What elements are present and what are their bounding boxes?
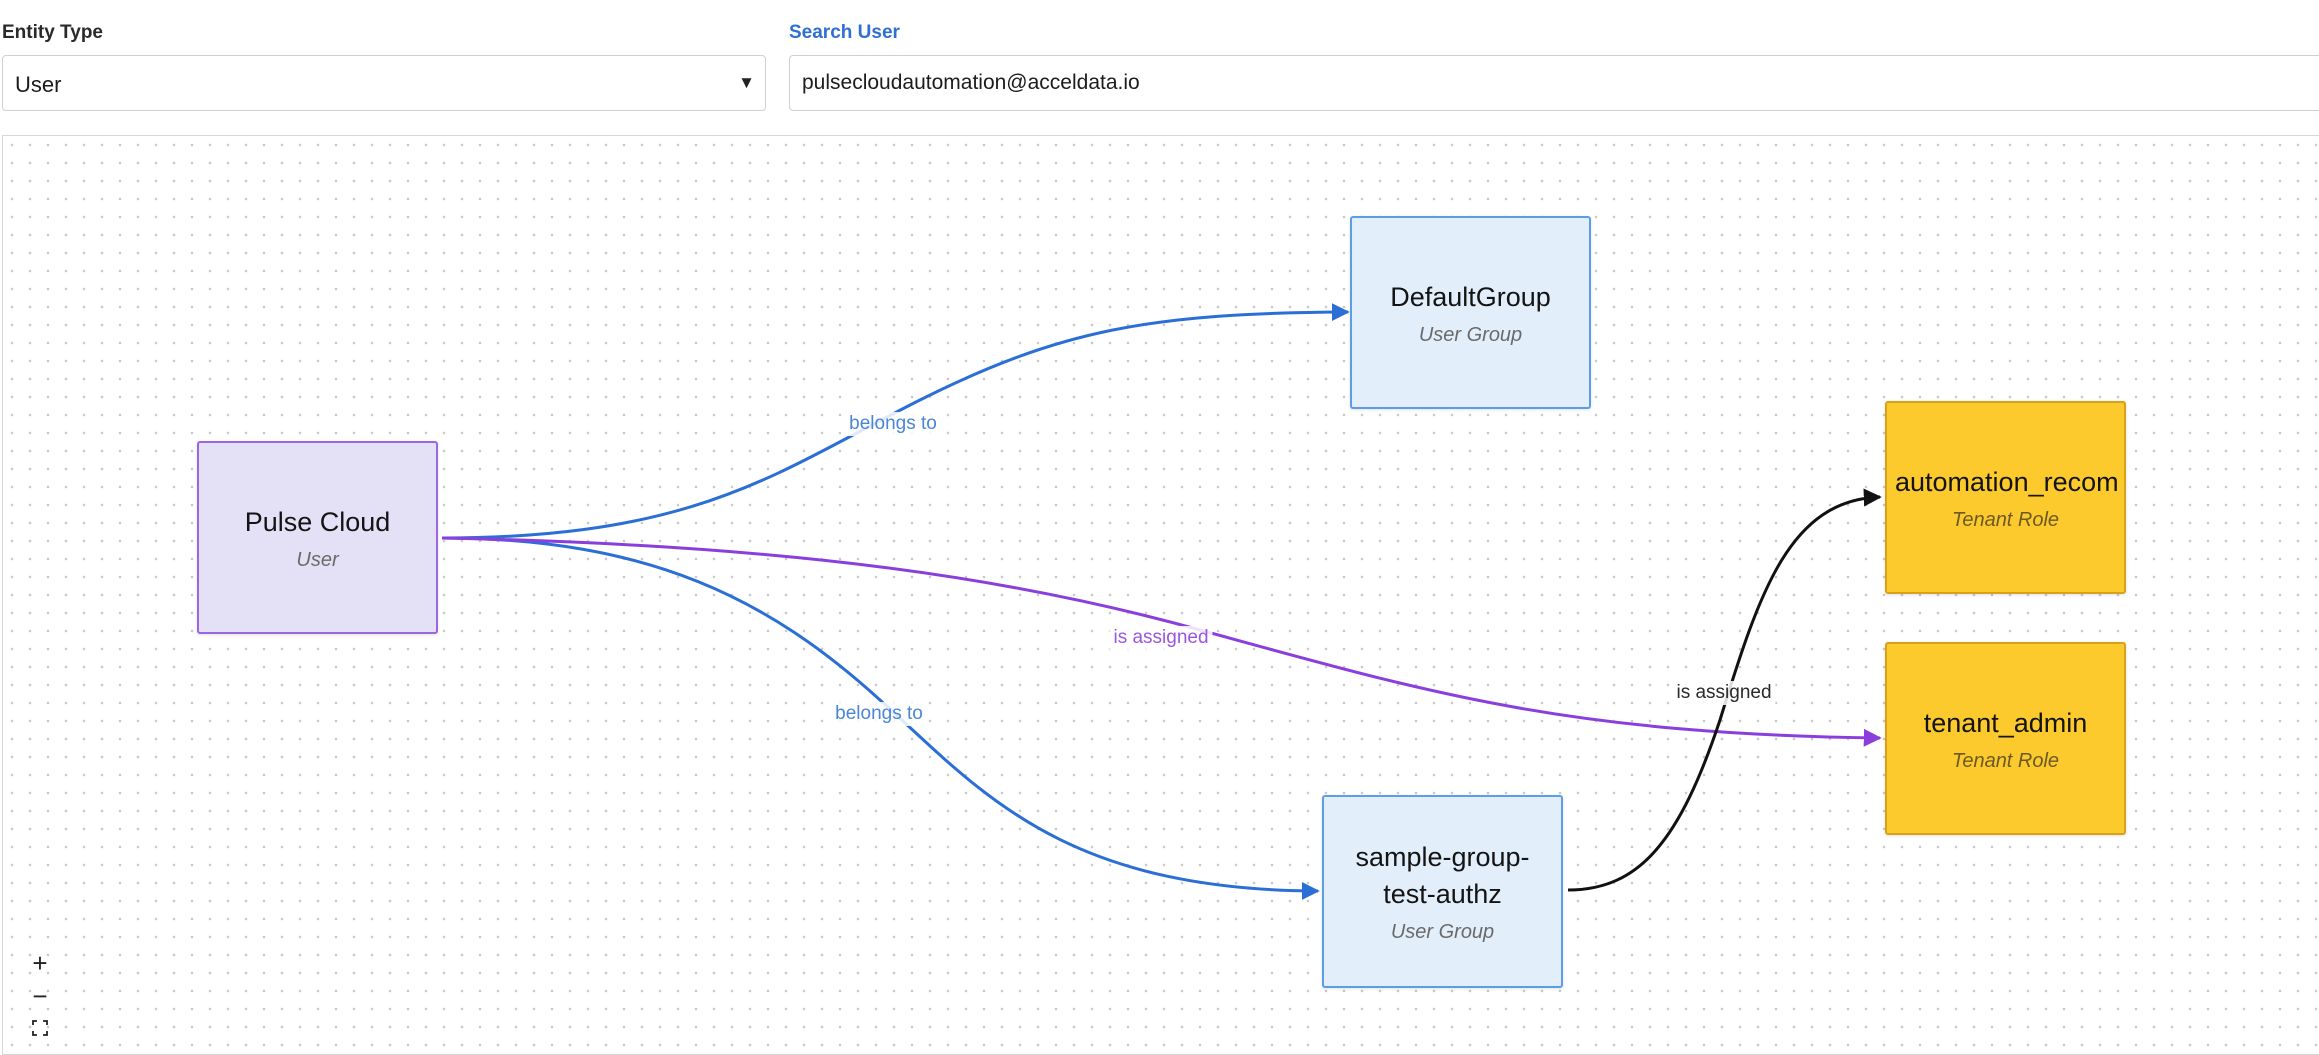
zoom-out-button[interactable]: − (22, 980, 58, 1012)
node-type: Tenant Role (1951, 508, 2060, 531)
entity-type-value: User (15, 72, 62, 97)
zoom-in-button[interactable]: + (22, 947, 58, 979)
node-type: Tenant Role (1951, 749, 2060, 772)
node-title: sample-group-test-authz (1355, 842, 1530, 909)
edge-label-is-assigned-automation[interactable]: is assigned (1672, 681, 1776, 705)
entity-type-select[interactable]: User ▼ (2, 55, 766, 111)
edge-belongs-to-sample-group[interactable] (441, 536, 1320, 900)
search-user-field[interactable] (789, 55, 2319, 111)
node-type: User Group (1418, 323, 1523, 346)
node-title: tenant_admin (1923, 707, 2088, 738)
node-defaultgroup[interactable]: DefaultGroup User Group (1350, 216, 1591, 409)
edge-label-belongs-to-default[interactable]: belongs to (845, 412, 941, 436)
node-type: User Group (1390, 921, 1495, 943)
node-type: User (296, 548, 339, 571)
entity-type-label: Entity Type (2, 22, 103, 43)
node-title: automation_recom (1895, 466, 2119, 497)
graph-canvas[interactable] (2, 135, 2319, 1055)
edge-label-belongs-to-sample[interactable]: belongs to (831, 702, 927, 726)
node-sample-group-test-authz[interactable]: sample-group-test-authz User Group (1322, 795, 1563, 988)
edge-label-is-assigned-admin[interactable]: is assigned (1109, 626, 1213, 650)
edge-is-assigned-automation[interactable] (1567, 488, 1882, 892)
node-tenant-admin[interactable]: tenant_admin Tenant Role (1885, 642, 2126, 835)
search-user-label: Search User (789, 22, 900, 43)
search-user-input[interactable] (802, 56, 2302, 110)
fit-view-icon (32, 1020, 48, 1036)
minus-icon: − (32, 980, 48, 1011)
edge-belongs-to-defaultgroup[interactable] (441, 303, 1350, 540)
plus-icon: + (32, 947, 48, 978)
node-automation-role[interactable]: automation_recom Tenant Role (1885, 401, 2126, 594)
caret-down-icon: ▼ (738, 73, 755, 92)
node-pulse-cloud[interactable]: Pulse Cloud User (197, 441, 438, 634)
fit-view-button[interactable] (22, 1012, 58, 1044)
node-title: DefaultGroup (1390, 281, 1551, 312)
node-title: Pulse Cloud (244, 506, 391, 537)
